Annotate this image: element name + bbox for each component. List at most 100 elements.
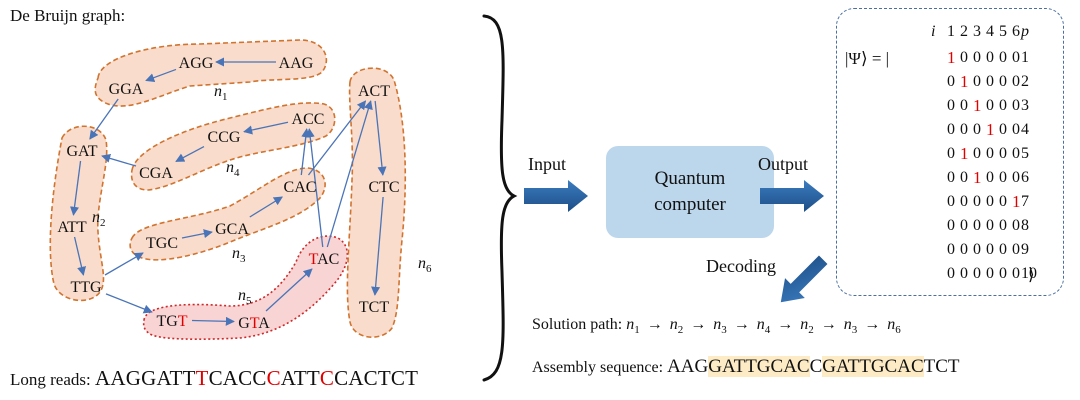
- node-text: T: [178, 313, 188, 330]
- sequence-segment: T: [195, 366, 209, 390]
- path-node: n4: [756, 316, 771, 337]
- sequence-segment: GATTGCAC: [708, 356, 810, 377]
- bit: 0: [986, 193, 994, 210]
- quantum-computer: Quantum computer: [606, 146, 774, 238]
- bit: 1: [973, 96, 982, 115]
- path-arrow: →: [777, 316, 794, 333]
- node-text: ACT: [358, 83, 390, 100]
- input-arrow-icon: [524, 180, 588, 212]
- node-ACC: ACC: [292, 111, 325, 128]
- bit: 0: [999, 193, 1007, 210]
- edge-CCG-CGA: [175, 146, 205, 162]
- bit: 0: [973, 121, 981, 138]
- row-index: 10: [1021, 265, 1037, 282]
- bit: 0: [960, 265, 968, 282]
- bit: 0: [1012, 169, 1020, 186]
- node-TTG: TTG: [70, 279, 102, 296]
- node-GGA: GGA: [109, 81, 144, 98]
- bit: 0: [960, 193, 968, 210]
- row-index: 4: [1021, 121, 1029, 138]
- bit: 1: [947, 48, 956, 67]
- bit: 0: [999, 145, 1007, 162]
- path-node: n2: [800, 316, 814, 337]
- node-text: GCA: [215, 221, 249, 238]
- edge-GAT-ATT: [70, 160, 82, 216]
- node-text: ACC: [292, 111, 325, 128]
- edge-ACC-CCG: [243, 121, 289, 135]
- edge-TTG-TGT: [105, 293, 153, 314]
- bit: 0: [960, 217, 968, 234]
- bit: 0: [1012, 265, 1020, 282]
- bit: 0: [986, 73, 994, 90]
- edge-TGT-GTA: [191, 316, 235, 326]
- sequence-segment: C: [266, 366, 281, 390]
- bit: 0: [1012, 145, 1020, 162]
- sequence-segment: CACC: [208, 366, 267, 390]
- brace-icon: [482, 14, 518, 382]
- node-text: TTG: [70, 279, 102, 296]
- sequence-segment: C: [809, 356, 823, 377]
- bit: 0: [960, 49, 968, 66]
- edge-ACT-CTC: [374, 100, 387, 176]
- bit: 0: [973, 217, 981, 234]
- node-text: GGA: [109, 81, 144, 98]
- decoding-arrow-icon: [780, 255, 828, 303]
- node-GCA: GCA: [215, 221, 249, 238]
- input-label: Input: [528, 154, 566, 174]
- node-text: T: [309, 251, 319, 268]
- output-label: Output: [758, 154, 809, 174]
- column-header: 4: [986, 23, 994, 40]
- edge-TTG-TGC: [104, 252, 144, 276]
- bit: 0: [973, 265, 981, 282]
- node-text: AAG: [279, 55, 314, 72]
- assembly-sequence-value: AAGGATTGCACCGATTGCACTCT: [667, 356, 960, 377]
- path-node: n3: [843, 316, 858, 337]
- bit: 1: [960, 144, 969, 163]
- node-CAC: CAC: [284, 179, 317, 196]
- node-CGA: CGA: [139, 165, 173, 182]
- node-text: CTC: [368, 179, 399, 196]
- bit: 0: [986, 217, 994, 234]
- path-arrow: →: [733, 316, 750, 333]
- sequence-segment: AAGGATT: [94, 366, 196, 390]
- node-text: TCT: [359, 299, 389, 316]
- bit: 0: [1012, 73, 1020, 90]
- edge-TGC-GCA: [181, 229, 213, 239]
- node-text: GAT: [66, 143, 97, 160]
- node-text: T: [250, 315, 260, 332]
- bit: 1: [986, 120, 995, 139]
- group-label-n5: n5: [238, 287, 252, 307]
- node-text: CCG: [208, 129, 241, 146]
- edge-TAC-ACC: [305, 128, 324, 248]
- edges: [70, 57, 387, 326]
- sequence-segment: ATT: [280, 366, 320, 390]
- bit: 0: [1012, 121, 1020, 138]
- node-text: ATT: [57, 219, 87, 236]
- bit: 1: [960, 72, 969, 91]
- sequence-segment: C: [319, 366, 335, 390]
- edge-CTC-TCT: [371, 196, 384, 296]
- node-text: AGG: [179, 55, 214, 72]
- bit: 0: [973, 241, 981, 258]
- column-header: 6: [1012, 23, 1020, 40]
- assembly-sequence: Assembly sequence: AAGGATTGCACCGATTGCACT…: [532, 356, 960, 378]
- edge-GCA-CAC: [249, 196, 283, 218]
- solution-path: Solution path: n1→n2→n3→n4→n2→n3→n6: [532, 316, 901, 336]
- bit: 0: [947, 265, 955, 282]
- group-label-n1: n1: [214, 83, 228, 103]
- bit: 0: [960, 241, 968, 258]
- group-label-n2: n2: [92, 209, 106, 229]
- bit: 0: [947, 169, 955, 186]
- bit: 0: [960, 97, 968, 114]
- row-index: 7: [1021, 193, 1029, 210]
- node-text: A: [258, 315, 270, 332]
- bit: 0: [986, 145, 994, 162]
- column-header: 1: [947, 23, 955, 40]
- path-node: n3: [713, 316, 727, 337]
